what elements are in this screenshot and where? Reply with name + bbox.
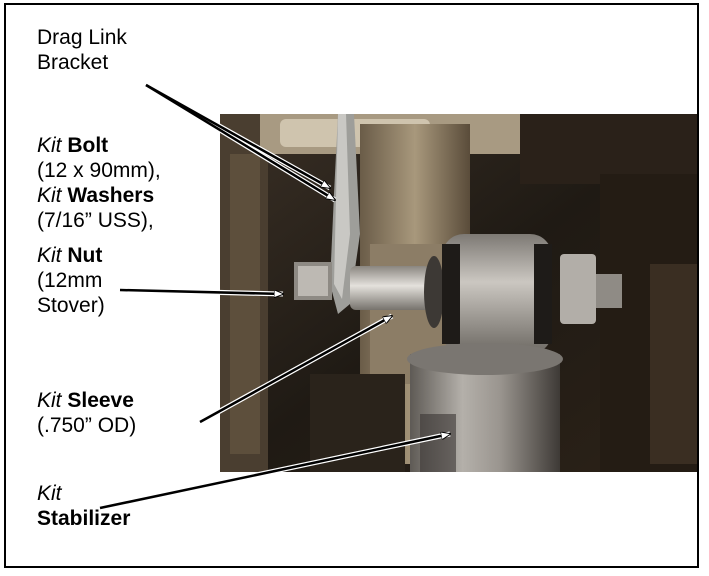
drag-link-line2: Bracket — [37, 51, 109, 74]
nut-spec-line2: Stover) — [37, 294, 105, 317]
drag-link-arrow-2 — [145, 83, 330, 188]
bolt-name-text: Bolt — [67, 134, 109, 157]
nut-arrow — [119, 288, 283, 294]
washers-spec-text: (7/16” USS), — [37, 209, 154, 232]
bolt-kit-text: Kit — [37, 134, 62, 157]
sleeve-spec-text: (.750” OD) — [37, 414, 137, 437]
sleeve-kit-text: Kit — [37, 389, 62, 412]
stabilizer-label: Kit Stabilizer — [37, 481, 130, 531]
bolt-label: Kit Bolt (12 x 90mm), — [37, 133, 161, 183]
washers-kit-text: Kit — [37, 184, 62, 207]
sleeve-arrow — [199, 316, 392, 424]
nut-spec-line1: (12mm — [37, 269, 103, 292]
nut-name-text: Nut — [67, 244, 103, 267]
sleeve-label: Kit Sleeve (.750” OD) — [37, 388, 136, 438]
nut-kit-text: Kit — [37, 244, 62, 267]
drag-link-line1: Drag Link — [37, 26, 127, 49]
stabilizer-kit-text: Kit — [37, 482, 62, 505]
stabilizer-name-text: Stabilizer — [37, 507, 131, 530]
stabilizer-arrow — [99, 434, 450, 510]
drag-link-arrow-1 — [145, 83, 335, 200]
washers-label: Kit Washers (7/16” USS), — [37, 183, 154, 233]
bolt-spec-text: (12 x 90mm), — [37, 159, 161, 182]
nut-label: Kit Nut (12mm Stover) — [37, 243, 105, 318]
washers-name-text: Washers — [67, 184, 155, 207]
drag-link-bracket-label: Drag Link Bracket — [37, 25, 127, 75]
sleeve-name-text: Sleeve — [67, 389, 134, 412]
